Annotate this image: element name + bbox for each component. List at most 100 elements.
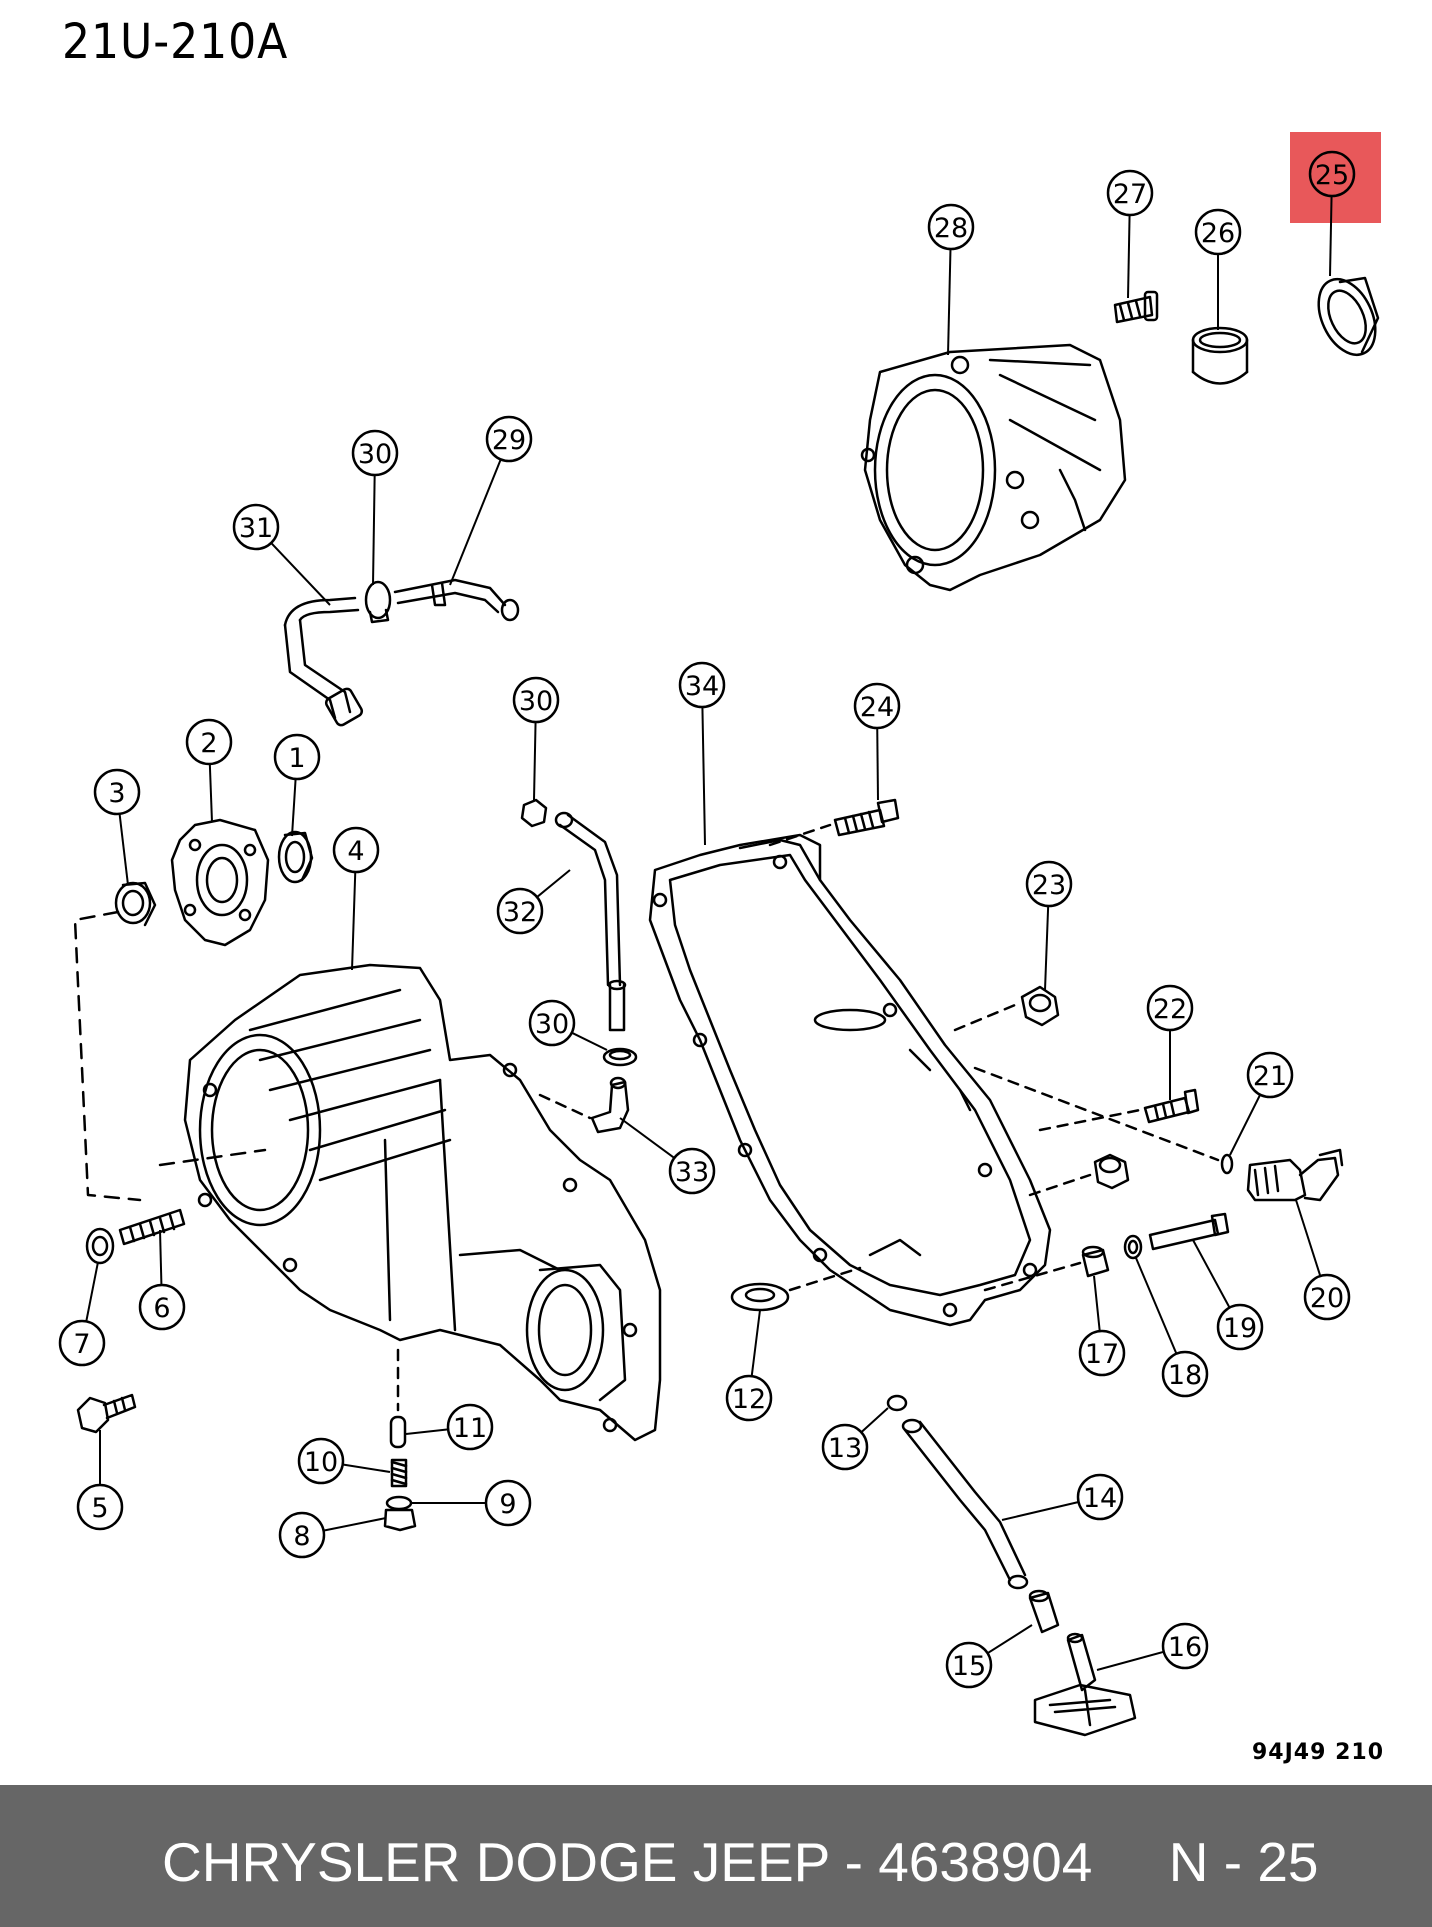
leader-line-18	[1135, 1257, 1178, 1355]
callout-circle	[485, 415, 533, 463]
part-o-ring-21	[973, 1066, 1234, 1175]
callout-10: 10	[297, 1437, 345, 1485]
leader-line-12	[750, 1309, 761, 1377]
callout-label: 21	[1253, 1061, 1287, 1092]
callout-circle	[668, 1147, 716, 1195]
callout-circle	[1078, 1329, 1126, 1377]
callout-label: 3	[108, 778, 125, 809]
part-seal-3	[114, 881, 157, 927]
part-rear-case-34	[648, 833, 1052, 1327]
callout-circle	[528, 999, 576, 1047]
part-o-ring-13	[886, 1394, 908, 1412]
callout-3: 3	[93, 768, 141, 816]
leader-line-30	[372, 474, 376, 586]
part-clamp-30-mid	[520, 798, 548, 828]
callout-4: 4	[332, 826, 380, 874]
part-ring-9	[385, 1495, 413, 1511]
callout-30: 30	[528, 999, 576, 1047]
callout-label: 13	[828, 1433, 862, 1464]
callout-30: 30	[512, 676, 560, 724]
callout-circle	[1303, 1273, 1351, 1321]
callout-label: 4	[347, 836, 364, 867]
callout-label: 22	[1153, 994, 1187, 1025]
part-clamp-30-top	[364, 580, 392, 624]
callout-26: 26	[1194, 208, 1242, 256]
callout-circle	[351, 429, 399, 477]
footer-bar	[0, 1785, 1432, 1927]
callout-label: 29	[492, 425, 526, 456]
part-oil-seal-25	[1317, 276, 1380, 357]
exploded-parts-diagram: 1234567891011121314151617181920212223242…	[58, 132, 1381, 1737]
part-plug-23	[953, 985, 1060, 1032]
callout-label: 25	[1315, 160, 1349, 191]
callout-label: 31	[239, 513, 273, 544]
callout-label: 34	[685, 671, 719, 702]
callout-circle	[1146, 984, 1194, 1032]
part-bolt-5	[76, 1393, 137, 1434]
callout-circle	[93, 768, 141, 816]
leader-line-34	[701, 706, 706, 846]
leader-line-15	[987, 1624, 1033, 1655]
part-retainer-2	[170, 818, 270, 947]
callout-label: 18	[1168, 1360, 1202, 1391]
callout-8: 8	[278, 1511, 326, 1559]
leader-line-17	[1093, 1275, 1101, 1332]
callout-circle	[496, 887, 544, 935]
callout-label: 16	[1168, 1632, 1202, 1663]
part-bushing-26	[1191, 326, 1249, 385]
callout-circle	[446, 1403, 494, 1451]
callout-circle	[853, 682, 901, 730]
callout-circle	[678, 661, 726, 709]
callout-11: 11	[446, 1403, 494, 1451]
leader-line-7	[85, 1261, 99, 1322]
callout-label: 30	[535, 1009, 569, 1040]
leader-line-19	[1192, 1239, 1231, 1309]
callout-circle	[1216, 1303, 1264, 1351]
callout-circle	[927, 203, 975, 251]
callout-label: 1	[288, 743, 305, 774]
part-bolt-19	[1148, 1212, 1230, 1251]
callout-circle	[1308, 150, 1356, 198]
part-fitting-33	[538, 1076, 630, 1134]
callout-label: 20	[1310, 1283, 1344, 1314]
callout-label: 28	[934, 213, 968, 244]
callout-circle	[138, 1283, 186, 1331]
callout-circle	[484, 1479, 532, 1527]
figure-code: 94J49 210	[1252, 1740, 1384, 1765]
callout-22: 22	[1146, 984, 1194, 1032]
callout-label: 33	[675, 1157, 709, 1188]
callout-circle	[512, 676, 560, 724]
callout-label: 26	[1201, 218, 1235, 249]
callout-label: 23	[1032, 870, 1066, 901]
callout-circle	[945, 1641, 993, 1689]
part-clamp-30-low	[602, 1047, 638, 1067]
callout-label: 8	[293, 1521, 310, 1552]
callout-circle	[1106, 169, 1154, 217]
part-connector-15	[1028, 1589, 1060, 1634]
callout-19: 19	[1216, 1303, 1264, 1351]
leader-line-8	[323, 1517, 387, 1532]
callout-18: 18	[1161, 1350, 1209, 1398]
part-sensor-20	[1246, 1148, 1344, 1202]
leader-line-20	[1295, 1199, 1322, 1277]
footer-text: CHRYSLER DODGE JEEP - 4638904 N - 25	[162, 1831, 1319, 1893]
callout-label: 30	[519, 686, 553, 717]
callout-1: 1	[273, 733, 321, 781]
leader-line-16	[1096, 1650, 1165, 1671]
part-pin-11	[389, 1348, 407, 1449]
leader-line-30	[533, 721, 537, 801]
callout-14: 14	[1076, 1473, 1124, 1521]
callout-33: 33	[668, 1147, 716, 1195]
part-vent-tube-29	[393, 578, 520, 622]
callout-23: 23	[1025, 860, 1073, 908]
callout-12: 12	[725, 1374, 773, 1422]
callout-circle	[821, 1423, 869, 1471]
callout-13: 13	[821, 1423, 869, 1471]
part-seal-1	[277, 830, 314, 884]
part-stud-6	[118, 1208, 186, 1246]
callout-34: 34	[678, 661, 726, 709]
callout-21: 21	[1246, 1051, 1294, 1099]
leader-line-24	[876, 727, 879, 801]
callout-label: 10	[304, 1447, 338, 1478]
part-hose-32	[554, 811, 627, 1032]
